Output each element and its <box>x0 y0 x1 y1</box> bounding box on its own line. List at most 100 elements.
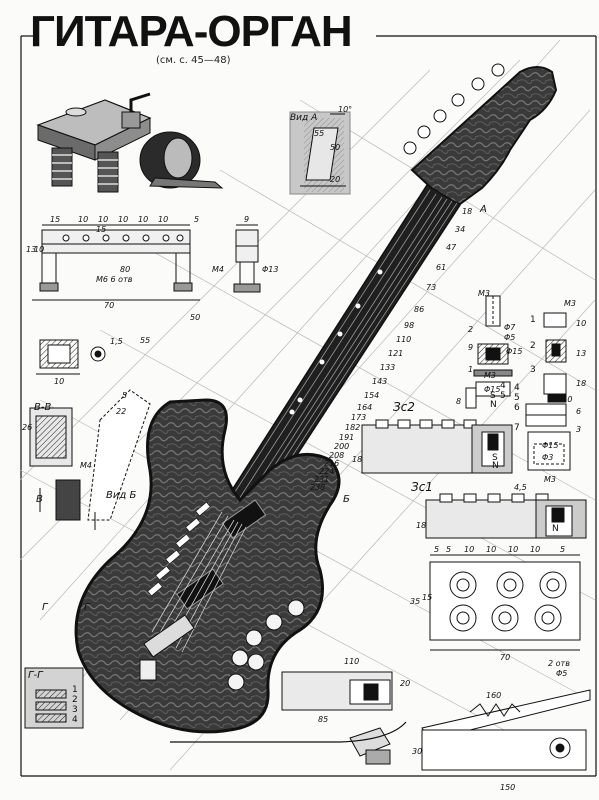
svg-text:10: 10 <box>486 545 496 554</box>
svg-text:Φ15: Φ15 <box>506 347 522 356</box>
svg-text:133: 133 <box>380 363 395 372</box>
svg-text:18: 18 <box>576 379 586 388</box>
svg-text:N: N <box>492 461 499 471</box>
parts-drawings <box>465 295 571 471</box>
svg-text:8: 8 <box>456 397 461 406</box>
svg-text:50: 50 <box>190 313 200 322</box>
svg-text:20: 20 <box>400 679 410 688</box>
svg-text:4: 4 <box>72 715 78 725</box>
svg-text:Φ15: Φ15 <box>542 441 558 450</box>
svg-text:10°: 10° <box>338 105 352 114</box>
svg-text:143: 143 <box>372 377 387 386</box>
svg-text:26: 26 <box>22 423 32 432</box>
svg-text:70: 70 <box>104 301 114 310</box>
section-gg-label: Г-Г <box>28 670 44 681</box>
bracket-dimensions: 15 10 10 10 10 10 5 15 М6 6 отв 80 70 13… <box>26 215 278 310</box>
pedal-dimensions: 110 20 85 160 150 30 <box>318 657 515 792</box>
svg-text:10: 10 <box>78 215 88 224</box>
svg-text:18: 18 <box>462 207 472 216</box>
plan-view-dimensions: 5 5 10 10 10 10 5 15 35 70 2 отв Φ5 <box>410 545 570 678</box>
svg-text:10: 10 <box>158 215 168 224</box>
svg-text:5: 5 <box>446 545 451 554</box>
svg-text:4,5: 4,5 <box>514 483 527 492</box>
svg-text:10: 10 <box>508 545 518 554</box>
svg-text:10: 10 <box>530 545 540 554</box>
svg-text:191: 191 <box>339 433 354 442</box>
svg-text:7: 7 <box>514 423 520 433</box>
svg-text:224: 224 <box>319 467 334 476</box>
svg-text:216: 216 <box>324 459 339 468</box>
svg-text:N: N <box>552 524 559 534</box>
mark-g2-label: Г <box>84 602 91 613</box>
svg-text:3: 3 <box>576 425 581 434</box>
svg-text:М3: М3 <box>484 371 496 380</box>
magnet-labels: S N S N S N <box>490 391 559 534</box>
svg-text:35: 35 <box>410 597 420 606</box>
svg-text:Φ3: Φ3 <box>542 453 553 462</box>
svg-text:1,5: 1,5 <box>110 337 123 346</box>
zs2-drawing <box>361 419 513 474</box>
svg-text:110: 110 <box>396 335 411 344</box>
svg-text:15: 15 <box>50 215 60 224</box>
svg-text:86: 86 <box>414 305 424 314</box>
bracket-drawing <box>32 224 261 301</box>
small-part-dimensions: 10 1,5 <box>54 337 123 386</box>
svg-text:1: 1 <box>468 365 473 374</box>
svg-text:47: 47 <box>446 243 457 252</box>
svg-text:85: 85 <box>318 715 328 724</box>
pedal-drawing <box>170 671 591 771</box>
svg-text:М6 6 отв: М6 6 отв <box>96 275 133 284</box>
svg-text:N: N <box>490 400 497 410</box>
view-a-label: Вид А <box>290 113 317 123</box>
mark-g1-label: Г <box>42 602 49 613</box>
svg-text:М3: М3 <box>478 289 490 298</box>
svg-text:3: 3 <box>530 365 536 375</box>
svg-text:9: 9 <box>468 343 473 352</box>
svg-text:160: 160 <box>486 691 501 700</box>
svg-text:98: 98 <box>404 321 414 330</box>
small-part-drawing <box>36 339 106 375</box>
svg-text:13: 13 <box>576 349 586 358</box>
svg-text:10: 10 <box>464 545 474 554</box>
svg-text:10: 10 <box>34 245 44 254</box>
zs1-drawing <box>425 493 587 539</box>
bb-dimensions: 26 5 22 М4 <box>22 391 127 470</box>
svg-text:231: 231 <box>314 475 329 484</box>
svg-text:2 отв: 2 отв <box>548 659 570 668</box>
svg-text:154: 154 <box>364 391 379 400</box>
mechanism-illustration <box>36 92 224 193</box>
svg-text:2: 2 <box>530 341 536 351</box>
svg-text:Φ7: Φ7 <box>504 323 516 332</box>
svg-text:Φ5: Φ5 <box>504 333 515 342</box>
svg-text:173: 173 <box>351 413 366 422</box>
svg-text:5: 5 <box>122 391 127 400</box>
parts-dimensions: М3 М3 М3 М3 Φ7 Φ5 Φ15 Φ15 Φ10 Φ15 Φ3 10 … <box>456 289 586 484</box>
section-bb-drawing <box>29 389 151 530</box>
zs2-label: Зс2 <box>393 400 415 414</box>
svg-text:15: 15 <box>96 225 106 234</box>
svg-text:S: S <box>492 453 498 463</box>
svg-text:110: 110 <box>344 657 359 666</box>
svg-text:200: 200 <box>334 442 349 451</box>
view-a-dimensions: 10° 55 50 20 <box>314 105 352 184</box>
svg-text:20: 20 <box>330 175 340 184</box>
svg-text:6: 6 <box>576 407 581 416</box>
svg-text:13: 13 <box>26 245 36 254</box>
mark-a-label: А <box>479 204 487 215</box>
svg-text:73: 73 <box>426 283 436 292</box>
svg-text:208: 208 <box>329 451 344 460</box>
svg-text:Φ10: Φ10 <box>556 395 572 404</box>
zs1-label: Зс1 <box>411 480 433 494</box>
svg-text:5: 5 <box>434 545 439 554</box>
mark-v-label: В <box>36 494 43 505</box>
svg-text:1: 1 <box>72 685 78 695</box>
svg-text:5: 5 <box>500 391 506 401</box>
svg-text:6: 6 <box>514 403 520 413</box>
svg-text:15: 15 <box>422 593 432 602</box>
view-b-label: Вид Б <box>106 490 136 501</box>
view-a-box <box>289 111 351 195</box>
section-bb-label: В-В <box>34 402 51 413</box>
svg-text:М3: М3 <box>564 299 576 308</box>
svg-text:10: 10 <box>54 377 64 386</box>
fret-marks: 18 34 47 61 73 86 98 110 121 133 143 154… <box>310 207 472 492</box>
